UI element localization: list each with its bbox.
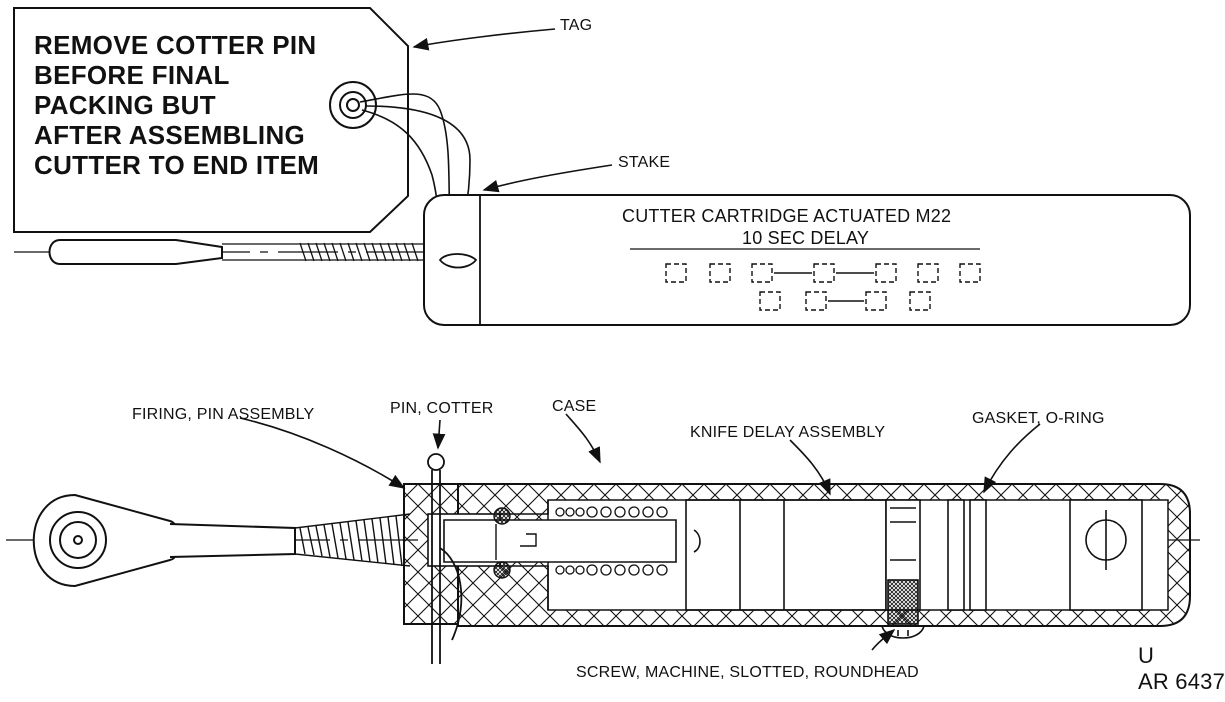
figure-id-line2: AR 6437 [1138, 669, 1225, 694]
tag-note-line: BEFORE FINAL [34, 60, 230, 90]
section-leaders [239, 413, 1041, 651]
figure-id-line1: U [1138, 643, 1155, 668]
screw-label: SCREW, MACHINE, SLOTTED, ROUNDHEAD [576, 664, 919, 681]
firing-pin-label: FIRING, PIN ASSEMBLY [132, 406, 315, 423]
firing-pin [443, 519, 677, 563]
pin-orings [493, 507, 511, 579]
stake-leader [482, 164, 613, 193]
tag-note-line: PACKING BUT [34, 90, 216, 120]
date-box-dashes [774, 272, 874, 302]
cotter-pin [427, 453, 463, 664]
top-handle [48, 239, 223, 265]
end-plug [1069, 499, 1143, 611]
tag-label: TAG [560, 17, 593, 34]
tag-leader [412, 28, 556, 51]
tag-note-line: CUTTER TO END ITEM [34, 150, 320, 180]
firing-spring [555, 506, 668, 576]
body-subtitle: 10 SEC DELAY [742, 228, 870, 248]
body-title: CUTTER CARTRIDGE ACTUATED M22 [622, 206, 952, 226]
stake-label: STAKE [618, 154, 671, 171]
tag-note-line: AFTER ASSEMBLING [34, 120, 306, 150]
case-label: CASE [552, 398, 597, 415]
screw-area [881, 499, 925, 639]
stake-mark [438, 253, 478, 269]
section-handle [32, 493, 296, 588]
tag-shape [13, 7, 409, 233]
tag-note: REMOVE COTTER PIN BEFORE FINAL PACKING B… [34, 30, 319, 180]
tag-note-line: REMOVE COTTER PIN [34, 30, 317, 60]
top-body [423, 194, 1191, 326]
knife-delay-label: KNIFE DELAY ASSEMBLY [690, 424, 886, 441]
date-boxes-row1 [665, 263, 981, 311]
top-spring [222, 242, 424, 262]
firing-pin-detail [495, 524, 537, 560]
gasket [947, 499, 987, 611]
section-cable [294, 513, 411, 567]
gasket-label: GASKET, O-RING [972, 410, 1105, 427]
pin-cotter-label: PIN, COTTER [390, 400, 494, 417]
